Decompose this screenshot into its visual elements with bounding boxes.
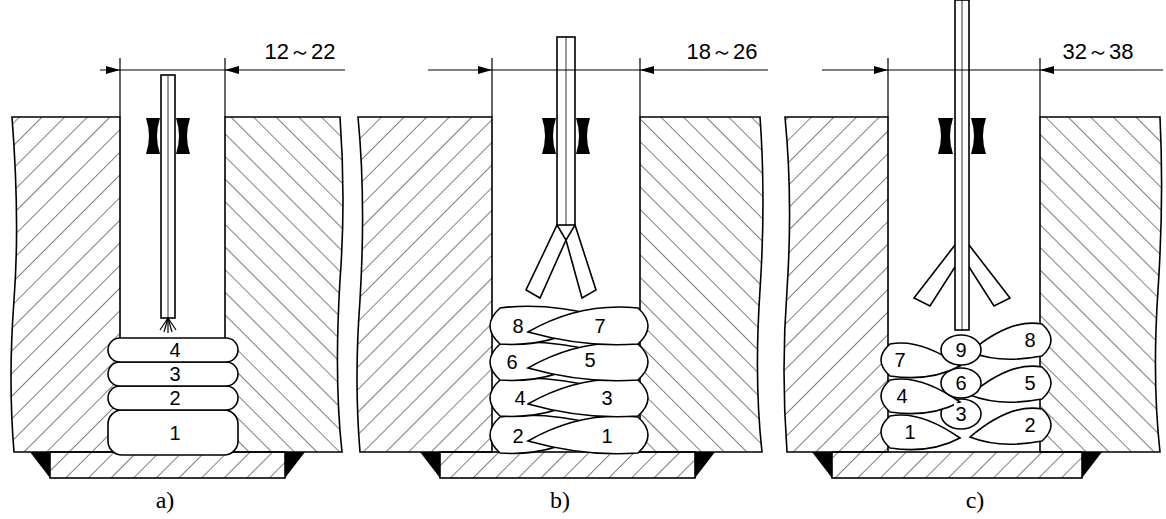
layer-number: 1 — [600, 425, 613, 447]
layer-number: 4 — [168, 339, 181, 361]
dimension-label: 32～38 — [1063, 40, 1134, 64]
layer-number: 2 — [1023, 414, 1036, 436]
layer-number: 5 — [583, 349, 596, 371]
layer-number: 2 — [168, 387, 181, 409]
panel-label: a) — [156, 487, 175, 513]
layer-number: 3 — [168, 363, 181, 385]
layer-number: 6 — [505, 351, 518, 373]
layer-number: 9 — [954, 339, 967, 361]
layer-number: 3 — [600, 387, 613, 409]
dimension-label: 12～22 — [265, 40, 336, 64]
layer-number: 8 — [511, 315, 524, 337]
layer-number: 8 — [1023, 329, 1036, 351]
layer-number: 6 — [954, 372, 967, 394]
layer-number: 3 — [954, 403, 967, 425]
layer-number: 1 — [903, 421, 916, 443]
dimension-label: 18～26 — [687, 40, 758, 64]
layer-number: 7 — [893, 349, 906, 371]
layer-number: 5 — [1023, 372, 1036, 394]
layer-number: 1 — [168, 422, 181, 444]
layer-number: 2 — [511, 425, 524, 447]
layer-number: 7 — [593, 315, 606, 337]
layer-number: 4 — [513, 387, 526, 409]
panel-label: b) — [550, 487, 570, 513]
layer-number: 4 — [895, 385, 908, 407]
panel-label: c) — [966, 487, 985, 513]
